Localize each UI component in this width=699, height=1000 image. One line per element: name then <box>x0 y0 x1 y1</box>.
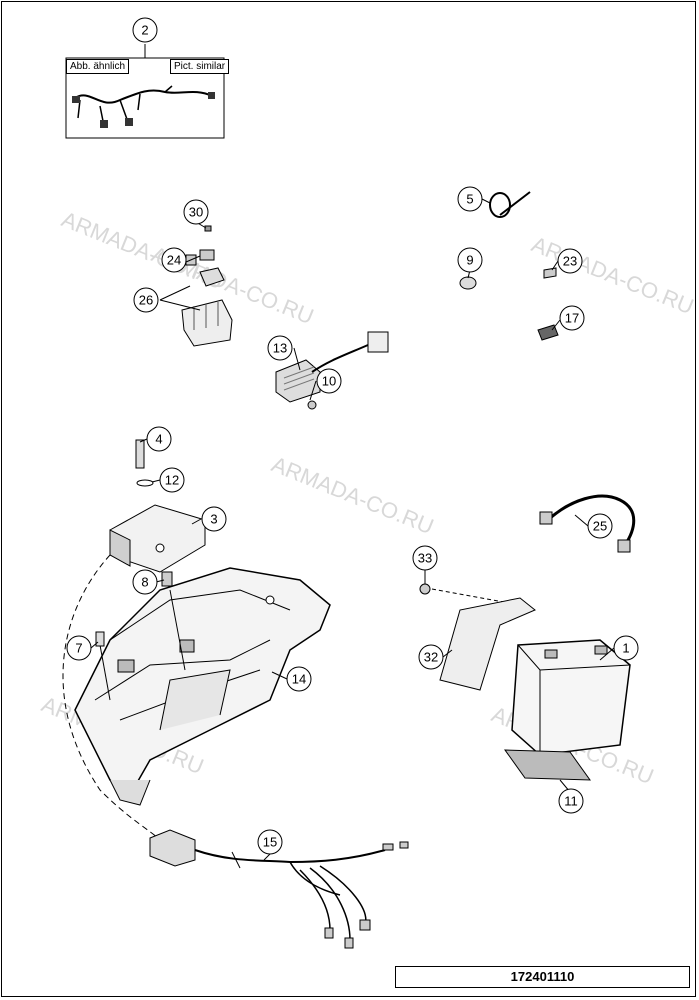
callout-13: 13 <box>267 335 293 361</box>
callout-1: 1 <box>613 635 639 661</box>
callout-17: 17 <box>559 305 585 331</box>
callout-12: 12 <box>159 467 185 493</box>
callout-15: 15 <box>257 829 283 855</box>
callout-9: 9 <box>457 247 483 273</box>
leader-lines <box>90 198 615 861</box>
svg-text:24: 24 <box>167 253 181 268</box>
svg-text:5: 5 <box>466 192 473 207</box>
watermark: ARMADA-CO.RU <box>268 451 437 539</box>
svg-text:1: 1 <box>622 641 629 656</box>
inset-label-right: Pict. similar <box>170 59 230 74</box>
callout-14: 14 <box>286 666 312 692</box>
svg-text:25: 25 <box>593 519 607 534</box>
callout-32: 32 <box>418 644 444 670</box>
ecu-group <box>109 439 206 587</box>
inset-label-left: Abb. ähnlich <box>66 59 130 74</box>
svg-text:2: 2 <box>141 23 148 38</box>
battery-group <box>419 583 631 781</box>
voltage-regulator <box>275 331 389 410</box>
svg-text:30: 30 <box>189 205 203 220</box>
svg-text:26: 26 <box>139 293 153 308</box>
svg-text:4: 4 <box>155 432 162 447</box>
routing-line <box>62 554 161 841</box>
svg-text:9: 9 <box>466 253 473 268</box>
callout-24: 24 <box>161 247 187 273</box>
callout-26: 26 <box>133 287 159 313</box>
battery-box-frame <box>74 567 331 806</box>
callout-3: 3 <box>201 506 227 532</box>
callout-2: 2 <box>132 17 158 43</box>
callout-23: 23 <box>557 248 583 274</box>
svg-text:14: 14 <box>292 672 306 687</box>
svg-text:23: 23 <box>563 254 577 269</box>
callout-11: 11 <box>558 788 584 814</box>
callout-30: 30 <box>183 199 209 225</box>
drawing-number: 172401110 <box>395 966 690 988</box>
battery-cable <box>539 494 636 553</box>
svg-text:3: 3 <box>210 512 217 527</box>
callout-10: 10 <box>316 368 342 394</box>
svg-text:13: 13 <box>273 341 287 356</box>
callouts: 2 30 24 26 13 10 5 9 23 17 4 12 3 8 7 14… <box>66 17 639 855</box>
callout-5: 5 <box>457 186 483 212</box>
svg-text:12: 12 <box>165 473 179 488</box>
svg-text:11: 11 <box>564 794 578 809</box>
callout-4: 4 <box>146 426 172 452</box>
callout-7: 7 <box>66 635 92 661</box>
callout-8: 8 <box>132 569 158 595</box>
svg-text:33: 33 <box>418 551 432 566</box>
main-wiring-harness <box>149 829 409 949</box>
svg-text:10: 10 <box>322 374 336 389</box>
svg-text:7: 7 <box>75 641 82 656</box>
svg-text:8: 8 <box>141 575 148 590</box>
svg-text:17: 17 <box>565 311 579 326</box>
svg-text:15: 15 <box>263 835 277 850</box>
callout-33: 33 <box>412 545 438 571</box>
callout-25: 25 <box>587 513 613 539</box>
svg-text:32: 32 <box>424 650 438 665</box>
